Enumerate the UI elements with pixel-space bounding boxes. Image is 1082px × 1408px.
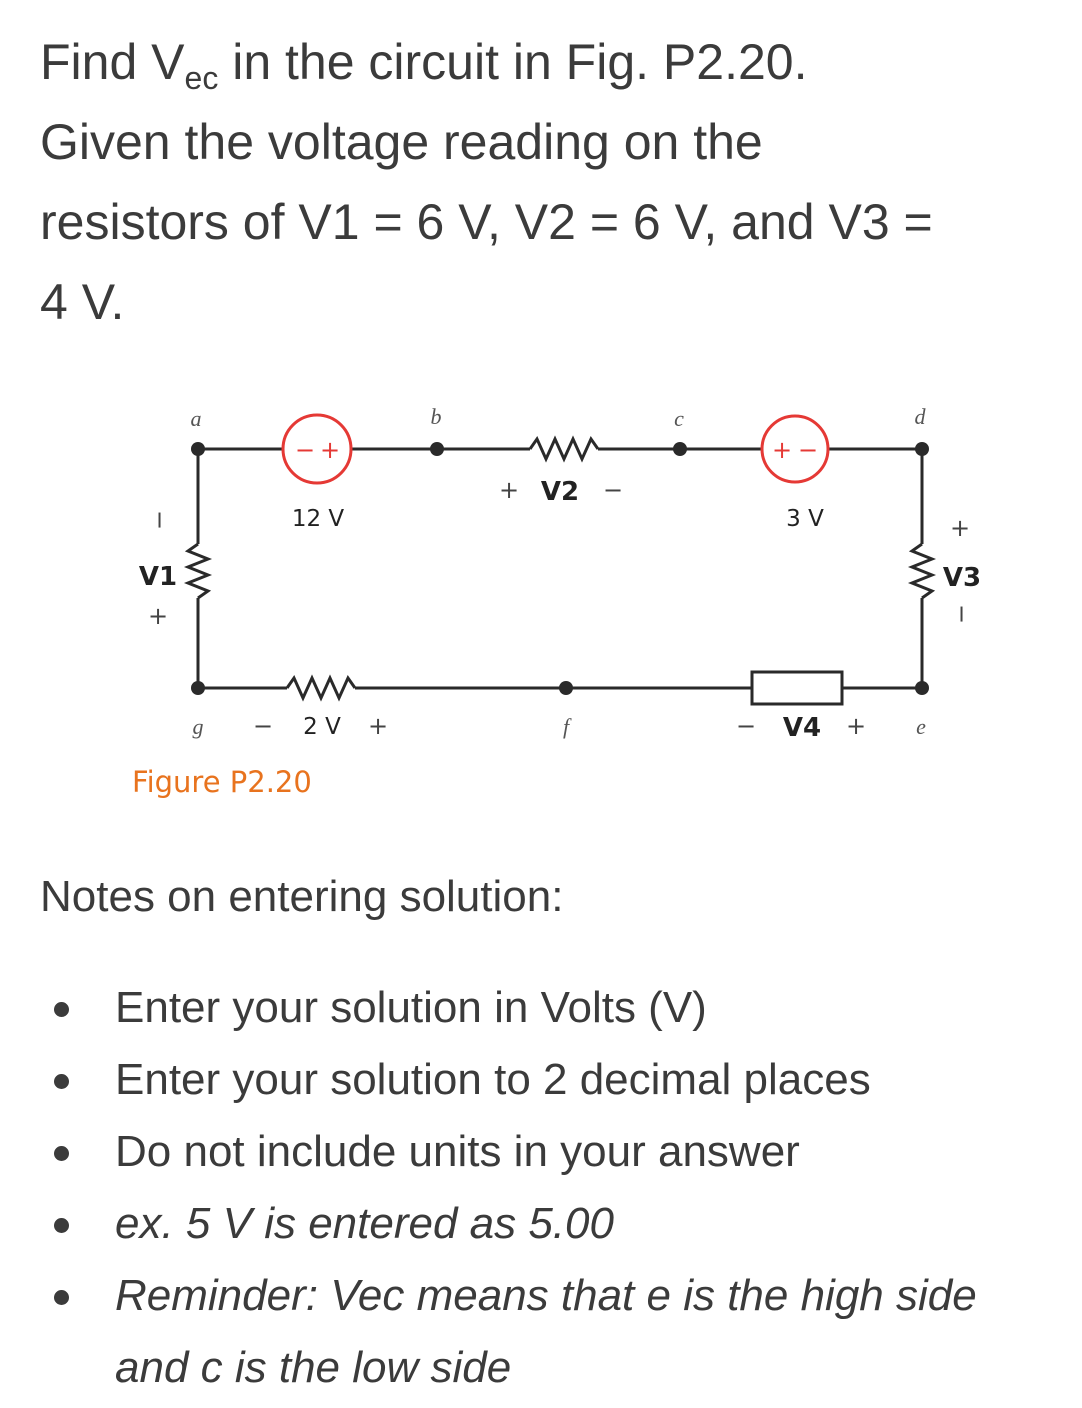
v4-plus-sign: +	[846, 712, 866, 740]
node-dots	[191, 442, 929, 695]
bullet-icon	[54, 1002, 69, 1017]
list-item: Do not include units in your answer	[50, 1116, 1060, 1188]
node-e-dot	[915, 681, 929, 695]
resistor-2v	[285, 674, 357, 702]
v2-label: V2	[541, 477, 579, 507]
source-12v-circle	[281, 413, 353, 485]
list-item: ex. 5 V is entered as 5.00	[50, 1188, 1060, 1260]
node-label-c: c	[674, 406, 684, 431]
list-item: Enter your solution to 2 decimal places	[50, 1044, 1060, 1116]
source-12v-label: 12 V	[292, 506, 345, 532]
list-item: Enter your solution in Volts (V)	[50, 972, 1060, 1044]
node-label-e: e	[916, 714, 926, 739]
source-12v-plus: +	[320, 436, 340, 464]
v4-minus-sign: −	[736, 712, 756, 740]
v3-plus-sign: +	[950, 514, 970, 542]
voltage-source-3v: + −	[760, 414, 830, 484]
source-3v-minus: −	[798, 436, 818, 464]
circuit-diagram: − + + − a b c d e f g 12 V 3 V +	[132, 404, 981, 799]
source-3v-plus: +	[772, 436, 792, 464]
node-label-f: f	[563, 714, 572, 739]
element-v4	[750, 670, 844, 706]
r2v-label: 2 V	[303, 714, 341, 740]
voltage-source-12v: − +	[281, 413, 353, 485]
bullet-icon	[54, 1290, 69, 1305]
resistor-v3	[907, 542, 937, 600]
node-g-dot	[191, 681, 205, 695]
node-label-a: a	[191, 406, 202, 431]
source-3v-label: 3 V	[786, 506, 824, 532]
v3-label: V3	[943, 563, 981, 593]
bullet-icon	[54, 1146, 69, 1161]
v4-label: V4	[783, 713, 821, 743]
question-text: Find Vec in the circuit in Fig. P2.20. G…	[40, 22, 1040, 342]
v1-minus-sign: −	[146, 510, 174, 530]
node-label-b: b	[431, 404, 442, 429]
v2-minus-sign: −	[603, 476, 623, 504]
resistor-v1	[183, 542, 213, 600]
v1-label: V1	[139, 562, 177, 592]
source-3v-circle	[760, 414, 830, 484]
node-b-dot	[430, 442, 444, 456]
bullet-icon	[54, 1218, 69, 1233]
node-d-dot	[915, 442, 929, 456]
bullet-icon	[54, 1074, 69, 1089]
question-line-3: resistors of V1 = 6 V, V2 = 6 V, and V3 …	[40, 194, 933, 250]
question-line-4: 4 V.	[40, 274, 125, 330]
v3-minus-sign: −	[948, 604, 976, 624]
node-c-dot	[673, 442, 687, 456]
v2-plus-sign: +	[499, 476, 519, 504]
question-line-2: Given the voltage reading on the	[40, 114, 763, 170]
list-item: Reminder: Vec means that e is the high s…	[50, 1260, 1060, 1404]
figure-caption: Figure P2.20	[132, 765, 312, 799]
r2v-plus-sign: +	[368, 712, 388, 740]
circuit-wires	[183, 435, 937, 706]
node-a-dot	[191, 442, 205, 456]
node-label-g: g	[193, 714, 204, 739]
node-f-dot	[559, 681, 573, 695]
notes-heading: Notes on entering solution:	[40, 872, 564, 921]
notes-list: Enter your solution in Volts (V) Enter y…	[50, 972, 1060, 1404]
circuit-figure: − + + − a b c d e f g 12 V 3 V +	[0, 380, 1082, 820]
question-line-1: Find Vec in the circuit in Fig. P2.20.	[40, 34, 808, 96]
node-label-d: d	[915, 404, 927, 429]
source-12v-minus: −	[295, 436, 315, 464]
r2v-minus-sign: −	[253, 712, 273, 740]
resistor-v2	[528, 435, 600, 463]
v1-plus-sign: +	[148, 602, 168, 630]
